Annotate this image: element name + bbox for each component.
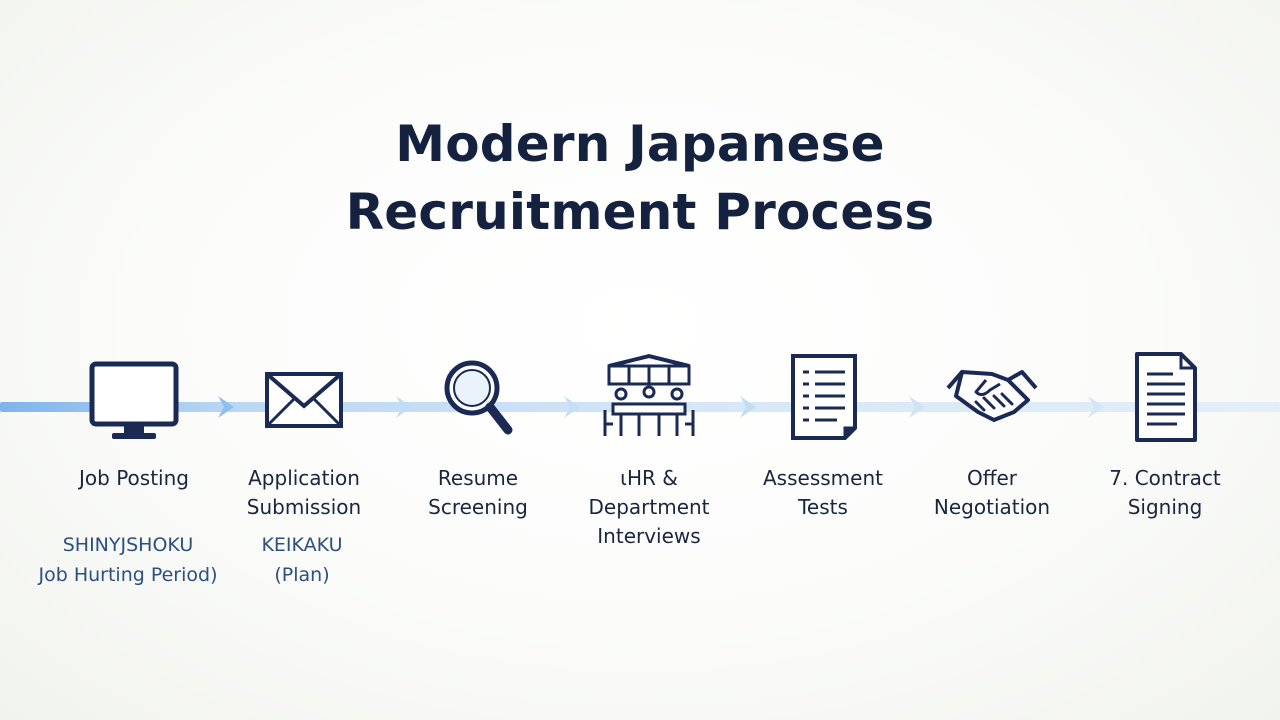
step-label: Job Posting <box>79 466 189 490</box>
flow-chevron-icon <box>1088 396 1104 418</box>
title-line-1: Modern Japanese <box>395 115 885 173</box>
document-list-icon <box>791 354 857 440</box>
flow-chevron-icon <box>396 396 412 418</box>
flow-chevron-icon <box>909 396 925 418</box>
step-label: Application Submission <box>246 466 362 519</box>
step-assessment-tests: Assessment Tests <box>738 350 908 522</box>
title-line-2: Recruitment Process <box>345 183 935 241</box>
diagram-title: Modern Japanese Recruitment Process <box>0 110 1280 246</box>
note-translation: (Plan) <box>274 564 330 586</box>
flow-chevron-icon <box>740 396 756 418</box>
step-application-submission: Application Submission <box>219 350 389 522</box>
contract-document-icon <box>1135 352 1197 442</box>
meeting-room-icon <box>603 353 695 436</box>
handshake-icon <box>946 370 1038 422</box>
step-resume-screening: Resume Screening <box>393 350 563 522</box>
note-term: KEIKAKU <box>261 534 343 556</box>
flow-chevron-icon <box>564 396 580 418</box>
step-label: Assessment Tests <box>763 466 883 519</box>
magnifier-icon <box>444 360 513 435</box>
note-shinyjshoku: SHINYJSHOKU Job Hurting Period) <box>23 530 233 590</box>
step-interviews: ιHR & Department Interviews <box>564 350 734 551</box>
step-job-posting: Job Posting <box>49 350 219 493</box>
step-offer-negotiation: Offer Negotiation <box>907 350 1077 522</box>
step-label: Resume Screening <box>428 466 528 519</box>
note-keikaku: KEIKAKU (Plan) <box>197 530 407 590</box>
step-label: ιHR & Department Interviews <box>588 466 710 548</box>
step-label: 7. Contract Signing <box>1109 466 1221 519</box>
step-contract-signing: 7. Contract Signing <box>1080 350 1250 522</box>
envelope-icon <box>265 372 343 428</box>
note-term: SHINYJSHOKU <box>62 534 194 556</box>
note-translation: Job Hurting Period) <box>38 564 218 586</box>
monitor-icon <box>89 361 179 439</box>
step-label: Offer Negotiation <box>933 466 1051 519</box>
flow-chevron-icon <box>218 396 234 418</box>
